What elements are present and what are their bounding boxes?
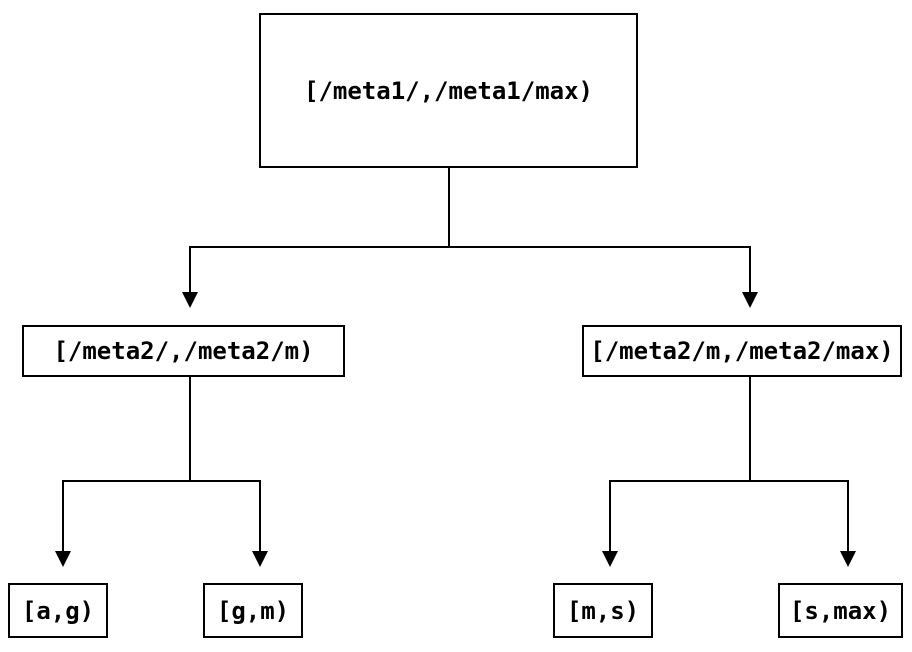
- tree-node-leaf-smax-label: [s,max): [789, 596, 892, 625]
- connector-root-drop-right: [749, 246, 751, 292]
- tree-node-leaf-ms-label: [m,s): [566, 596, 640, 625]
- arrow-down-icon: [252, 551, 268, 567]
- arrow-down-icon: [55, 551, 71, 567]
- connector-root-crossbar: [189, 246, 751, 248]
- tree-node-leaf-smax: [s,max): [778, 583, 903, 638]
- arrow-down-icon: [602, 551, 618, 567]
- tree-node-leaf-ag: [a,g): [8, 583, 108, 638]
- tree-node-root-label: [/meta1/,/meta1/max): [304, 76, 593, 105]
- arrow-down-icon: [182, 292, 198, 308]
- tree-node-meta2-right: [/meta2/m,/meta2/max): [582, 325, 902, 377]
- connector-right-stem: [749, 377, 751, 482]
- arrow-down-icon: [742, 292, 758, 308]
- connector-left-drop-right: [259, 480, 261, 551]
- tree-node-leaf-ms: [m,s): [553, 583, 653, 638]
- connector-left-drop-left: [62, 480, 64, 551]
- connector-root-stem: [448, 168, 450, 247]
- connector-right-drop-right: [847, 480, 849, 551]
- tree-node-leaf-ag-label: [a,g): [21, 596, 95, 625]
- connector-left-crossbar: [62, 480, 261, 482]
- connector-right-drop-left: [609, 480, 611, 551]
- connector-right-crossbar: [609, 480, 849, 482]
- tree-node-meta2-left: [/meta2/,/meta2/m): [22, 325, 345, 377]
- connector-left-stem: [189, 377, 191, 482]
- tree-node-leaf-gm: [g,m): [203, 583, 303, 638]
- arrow-down-icon: [840, 551, 856, 567]
- tree-node-meta2-right-label: [/meta2/m,/meta2/max): [590, 337, 894, 365]
- tree-node-meta2-left-label: [/meta2/,/meta2/m): [53, 337, 314, 365]
- tree-node-root: [/meta1/,/meta1/max): [259, 13, 638, 168]
- tree-node-leaf-gm-label: [g,m): [216, 596, 290, 625]
- connector-root-drop-left: [189, 246, 191, 292]
